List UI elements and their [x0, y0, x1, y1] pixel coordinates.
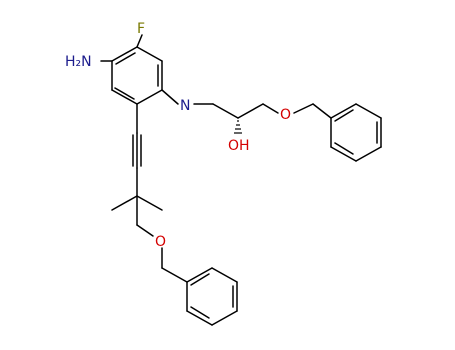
lower-phenyl-ring [186, 267, 238, 326]
atom-label-nh: N [180, 98, 190, 114]
bond-methyl-left [111, 195, 138, 211]
atom-label-o-lower: O [155, 234, 166, 250]
bond-ch2-ph [312, 103, 332, 119]
atom-label-nh2: H₂N [65, 54, 92, 70]
atom-label-f: F [137, 21, 145, 37]
bond-ch2-choh [212, 103, 239, 119]
bond-o-ch2 [293, 103, 314, 114]
bond-ch2-o-lower [136, 224, 154, 237]
bond-methyl-right [136, 195, 163, 211]
atom-label-o-upper: O [280, 107, 291, 123]
bond-ring-nh [161, 89, 179, 105]
stereo-hash-wedge [234, 120, 242, 134]
bond-ring-f [136, 34, 143, 48]
atom-label-oh: OH [228, 138, 250, 154]
bond-choh-ch2 [237, 103, 264, 119]
bond-ch2-ph-lower [161, 267, 188, 283]
central-ring [111, 46, 163, 105]
upper-phenyl-ring [330, 103, 382, 162]
bond-ch2-o [262, 103, 279, 114]
